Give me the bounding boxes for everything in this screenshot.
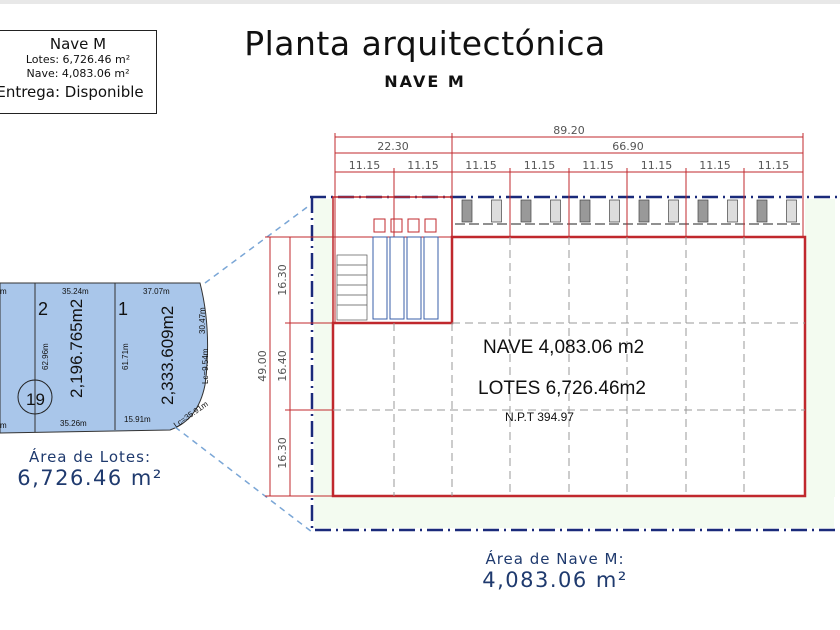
dimension-lines <box>265 136 803 497</box>
lot-1-right: 30.47m <box>198 307 207 334</box>
area-lotes-label: Área de Lotes: <box>28 448 152 466</box>
info-title: Nave M <box>49 35 107 53</box>
dim-depth-2: 16.40 <box>276 350 289 382</box>
parking-car <box>461 199 473 223</box>
area-nave: Área de Nave M: 4,083.06 m² <box>455 550 655 592</box>
page-title: Planta arquitectónica <box>244 24 606 63</box>
dim-bay: 11.15 <box>407 159 439 172</box>
building-outline <box>331 196 807 498</box>
parking-stalls <box>455 199 800 225</box>
dim-total-depth: 49.00 <box>256 350 269 382</box>
parking-car <box>520 199 532 223</box>
lot-2-bottom: 35.26m <box>60 419 87 428</box>
dim-bay: 11.15 <box>349 159 381 172</box>
dim-depth-3: 16.30 <box>276 437 289 469</box>
plan-label-npt: N.P.T 394.97 <box>505 410 574 424</box>
lot-1-bottom: 15.91m <box>124 415 151 424</box>
dim-bay: 11.15 <box>465 159 497 172</box>
parking-car <box>550 199 561 223</box>
dim-total-width: 89.20 <box>553 124 585 137</box>
lot-1-top: 37.07m <box>143 287 170 296</box>
block-number: 19 <box>26 390 45 409</box>
page-subtitle: NAVE M <box>384 72 466 91</box>
area-lotes: Área de Lotes: 6,726.46 m² <box>0 448 180 490</box>
parking-car <box>697 199 709 223</box>
info-lotes: Lotes: 6,726.46 m² <box>25 53 131 66</box>
area-lotes-value: 6,726.46 m² <box>17 466 163 490</box>
lot-1-side: 61.71m <box>121 343 130 370</box>
parking-car <box>609 199 620 223</box>
dim-bay: 11.15 <box>524 159 556 172</box>
parking-car <box>786 199 797 223</box>
plan-label-nave: NAVE 4,083.06 m2 <box>483 337 644 358</box>
lot-1-number: 1 <box>118 299 128 319</box>
parking-car <box>668 199 679 223</box>
edge-top: m <box>0 287 7 296</box>
lot-2-number: 2 <box>38 299 48 319</box>
edge-bottom: m <box>0 421 7 430</box>
lot-1-area: 2,333.609m2 <box>158 306 177 405</box>
info-nave: Nave: 4,083.06 m² <box>26 67 130 80</box>
lots-panel <box>0 204 313 533</box>
parking-car <box>638 199 650 223</box>
lot-2-area: 2,196.765m2 <box>67 299 86 398</box>
parking-car <box>491 199 502 223</box>
dim-bay: 11.15 <box>582 159 614 172</box>
dim-bay: 11.15 <box>699 159 731 172</box>
plan-label-lotes: LOTES 6,726.46m2 <box>478 378 646 399</box>
dim-left-width: 22.30 <box>377 140 409 153</box>
dim-bay: 11.15 <box>758 159 790 172</box>
area-nave-value: 4,083.06 m² <box>482 568 628 592</box>
lot-2-top: 35.24m <box>62 287 89 296</box>
dim-bay: 11.15 <box>641 159 673 172</box>
parking-car <box>756 199 768 223</box>
parking-car <box>579 199 591 223</box>
lot-2-side: 62.96m <box>41 343 50 370</box>
site-boundary <box>310 195 840 532</box>
dim-right-width: 66.90 <box>612 140 644 153</box>
top-bar <box>0 0 840 4</box>
area-nave-label: Área de Nave M: <box>485 550 625 568</box>
info-entrega: Entrega: Disponible <box>0 83 144 101</box>
parking-car <box>727 199 738 223</box>
dim-depth-1: 16.30 <box>276 264 289 296</box>
info-box: Nave M Lotes: 6,726.46 m² Nave: 4,083.06… <box>0 30 157 114</box>
lot-1-arc1: Lc=9.54m <box>201 348 210 384</box>
